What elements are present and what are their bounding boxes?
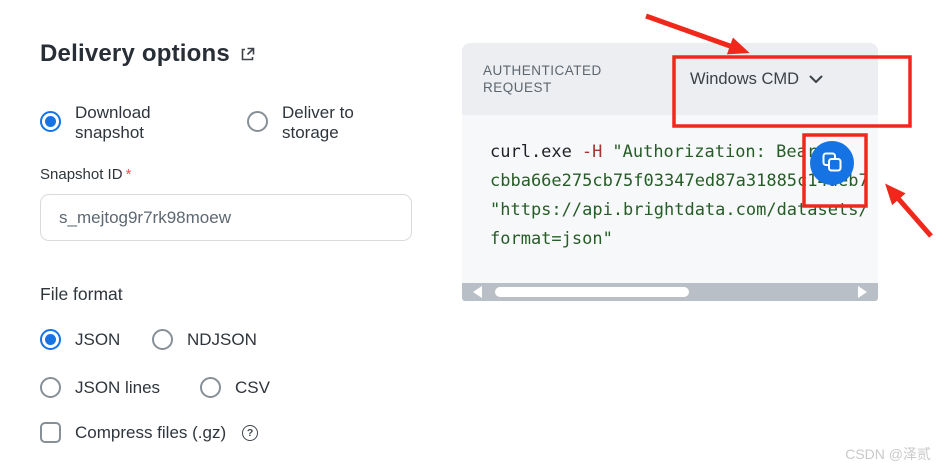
language-selector-value: Windows CMD xyxy=(690,69,800,88)
horizontal-scrollbar[interactable] xyxy=(462,283,878,301)
required-asterisk: * xyxy=(125,166,132,183)
copy-code-button[interactable] xyxy=(810,141,854,185)
copy-icon xyxy=(821,151,843,176)
file-format-label: File format xyxy=(40,284,123,304)
page-title: Delivery options xyxy=(40,40,256,70)
delivery-method-group: Download snapshot Deliver to storage xyxy=(40,103,382,143)
code-line-2: cbba66e275cb75f03347ed87a31885c14deb7 xyxy=(490,171,869,191)
radio-label: JSON lines xyxy=(75,377,161,397)
page-title-text: Delivery options xyxy=(40,40,230,67)
radio-selected-icon[interactable] xyxy=(40,329,61,350)
radio-json[interactable]: JSON xyxy=(40,329,152,350)
radio-ndjson[interactable]: NDJSON xyxy=(152,329,257,350)
language-selector-dropdown[interactable]: Windows CMD xyxy=(690,70,823,89)
code-panel-header: AUTHENTICATED REQUEST Windows CMD xyxy=(462,43,878,115)
radio-csv[interactable]: CSV xyxy=(200,377,270,398)
scrollbar-thumb[interactable] xyxy=(495,287,689,297)
file-format-row-1: JSON NDJSON xyxy=(40,329,257,350)
snapshot-id-label-text: Snapshot ID xyxy=(40,166,123,183)
code-string: "Authorization: Bearer xyxy=(612,142,838,162)
code-line-4: format=json" xyxy=(490,229,613,249)
scroll-left-arrow-icon[interactable] xyxy=(473,286,482,298)
radio-label: Download snapshot xyxy=(75,103,151,142)
help-glyph: ? xyxy=(246,426,254,439)
code-block: curl.exe -H "Authorization: Bearer cbba66e… xyxy=(462,115,878,283)
radio-unselected-icon[interactable] xyxy=(152,329,173,350)
code-line-3: "https://api.brightdata.com/datasets/ xyxy=(490,200,869,220)
radio-selected-icon[interactable] xyxy=(40,111,61,132)
radio-unselected-icon[interactable] xyxy=(247,111,268,132)
annotation-arrow-to-copy-button xyxy=(885,183,933,238)
radio-label: Deliver to storage xyxy=(282,103,354,142)
file-format-row-2: JSON lines CSV xyxy=(40,377,270,398)
scroll-right-arrow-icon[interactable] xyxy=(858,286,867,298)
radio-json-lines[interactable]: JSON lines xyxy=(40,377,200,398)
radio-download-snapshot[interactable]: Download snapshot xyxy=(40,103,247,143)
compress-files-row: Compress files (.gz) ? xyxy=(40,422,259,443)
radio-label: CSV xyxy=(235,377,270,397)
code-flag: -H xyxy=(581,142,603,162)
watermark: CSDN @泽贰 xyxy=(845,446,931,462)
snapshot-id-input[interactable] xyxy=(40,194,412,241)
radio-unselected-icon[interactable] xyxy=(200,377,221,398)
compress-files-label: Compress files (.gz) xyxy=(75,422,227,442)
code-command: curl.exe xyxy=(490,142,572,162)
radio-label: JSON xyxy=(75,329,121,349)
radio-label: NDJSON xyxy=(187,329,257,349)
code-snippet-panel: AUTHENTICATED REQUEST Windows CMD curl.e… xyxy=(462,43,878,301)
radio-unselected-icon[interactable] xyxy=(40,377,61,398)
chevron-down-icon xyxy=(809,70,823,89)
help-icon[interactable]: ? xyxy=(242,424,259,441)
radio-deliver-to-storage[interactable]: Deliver to storage xyxy=(247,103,382,143)
external-link-icon[interactable] xyxy=(239,42,256,70)
snapshot-id-label: Snapshot ID* xyxy=(40,166,131,183)
compress-files-checkbox[interactable] xyxy=(40,422,61,443)
code-panel-title: AUTHENTICATED REQUEST xyxy=(483,63,602,95)
